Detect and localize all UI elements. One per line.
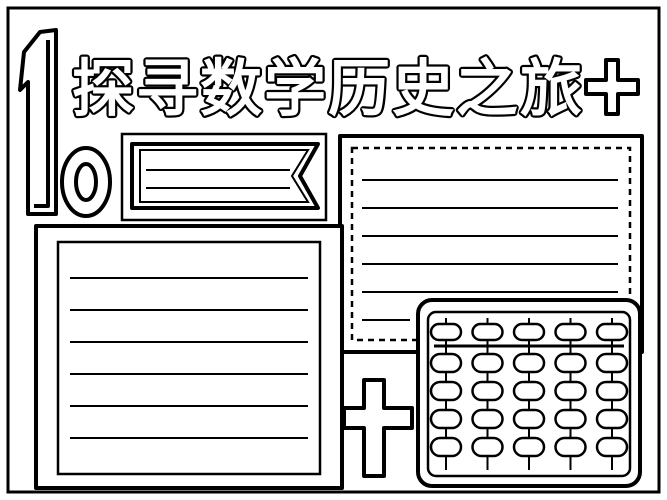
abacus-bead xyxy=(595,408,629,430)
abacus-bead xyxy=(595,322,629,342)
plus-sign-icon xyxy=(342,378,414,478)
abacus-icon xyxy=(416,298,642,488)
left-note-box xyxy=(34,224,344,490)
abacus-bead xyxy=(512,408,546,430)
abacus-bead xyxy=(512,322,546,342)
abacus-bead xyxy=(429,352,463,374)
abacus-bead xyxy=(429,436,463,458)
abacus-bead xyxy=(471,352,504,374)
number-10-icon xyxy=(18,28,112,218)
abacus-bead xyxy=(512,380,546,402)
abacus-bead xyxy=(554,322,587,342)
abacus-bead xyxy=(429,380,463,402)
abacus-bead xyxy=(554,436,587,458)
abacus-bead xyxy=(429,322,463,342)
banner-ribbon-icon xyxy=(120,132,328,222)
abacus-bead xyxy=(471,408,504,430)
abacus-bead xyxy=(512,352,546,374)
plus-sign-icon xyxy=(584,58,640,116)
abacus-bead xyxy=(429,408,463,430)
abacus-bead xyxy=(512,436,546,458)
abacus-bead xyxy=(554,380,587,402)
abacus-bead xyxy=(554,408,587,430)
abacus-bead xyxy=(595,436,629,458)
abacus-bead xyxy=(471,380,504,402)
abacus-bead xyxy=(471,322,504,342)
abacus-bead xyxy=(595,380,629,402)
poster-title: 探寻数学历史之旅 xyxy=(72,52,584,125)
abacus-bead xyxy=(554,352,587,374)
abacus-bead xyxy=(595,352,629,374)
abacus-bead xyxy=(471,436,504,458)
